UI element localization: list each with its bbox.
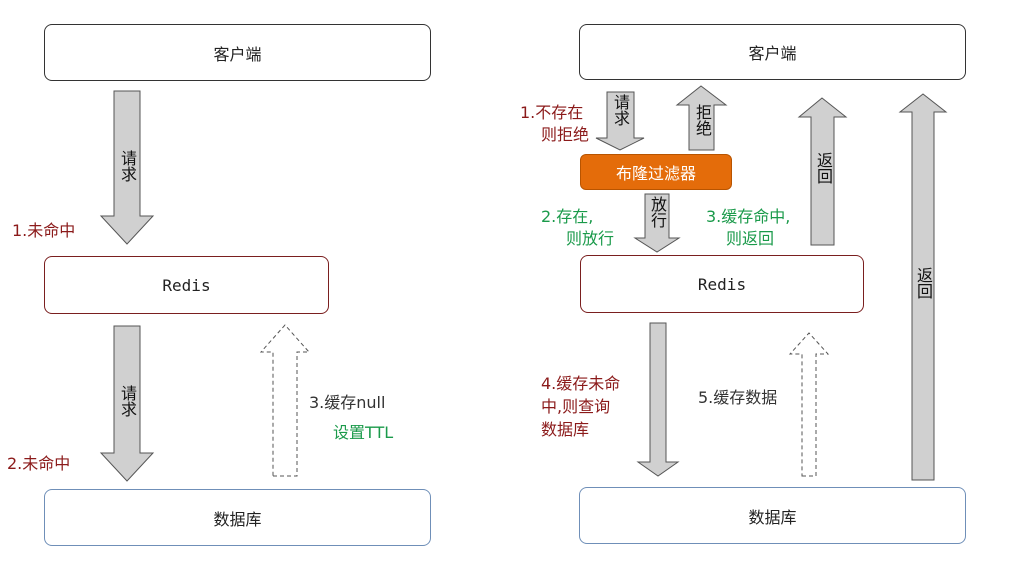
left-request-arrow-1 xyxy=(99,90,155,245)
left-client-label: 客户端 xyxy=(213,44,262,64)
right-miss-line3: 数据库 xyxy=(541,420,590,439)
right-miss-line1: 4.缓存未命 xyxy=(541,374,621,393)
right-db-label: 数据库 xyxy=(748,507,797,527)
right-request-arrow xyxy=(595,91,645,151)
left-request-arrow-2 xyxy=(99,325,155,482)
right-return-label-2: 返回 xyxy=(914,267,933,299)
left-miss-label-2: 2.未命中 xyxy=(7,454,71,473)
right-miss-line2: 中,则查询 xyxy=(541,397,611,416)
right-query-arrow xyxy=(636,322,680,477)
right-return-label-1: 返回 xyxy=(814,152,833,184)
right-client-label: 客户端 xyxy=(748,44,797,63)
right-request-label: 请求 xyxy=(611,94,630,126)
left-request-label-2: 请求 xyxy=(118,385,137,417)
right-cache-data-arrow xyxy=(788,332,830,477)
left-client-box: 客户端 xyxy=(44,24,431,81)
right-cache-data-label: 5.缓存数据 xyxy=(698,388,778,407)
right-redis-box: Redis xyxy=(580,255,864,313)
right-return-text-2: 返回 xyxy=(913,267,933,299)
bloom-filter-label: 布隆过滤器 xyxy=(615,164,696,183)
right-request-text: 请求 xyxy=(610,94,630,126)
right-client-box: 客户端 xyxy=(579,24,966,80)
right-exist-line1: 2.存在, xyxy=(541,207,594,226)
right-hit-line2: 则返回 xyxy=(726,229,775,248)
left-cache-null-label: 3.缓存null xyxy=(309,393,386,412)
bloom-filter-box: 布隆过滤器 xyxy=(580,154,732,190)
right-release-text: 放行 xyxy=(647,196,667,228)
right-release-label: 放行 xyxy=(648,196,667,228)
left-cache-null-arrow xyxy=(259,324,311,477)
left-ttl-label: 设置TTL xyxy=(333,423,394,442)
right-return-arrow-2 xyxy=(898,93,948,481)
left-request-text-1: 请求 xyxy=(117,150,137,182)
right-return-arrow-1 xyxy=(797,97,848,246)
right-not-exist-line1: 1.不存在 xyxy=(520,103,584,122)
right-not-exist-line2: 则拒绝 xyxy=(541,125,590,144)
right-db-box: 数据库 xyxy=(579,487,966,544)
right-exist-line2: 则放行 xyxy=(566,229,615,248)
right-redis-label: Redis xyxy=(697,274,747,294)
left-miss-label-1: 1.未命中 xyxy=(12,221,76,240)
right-hit-line1: 3.缓存命中, xyxy=(706,207,791,226)
left-redis-label: Redis xyxy=(162,275,211,295)
right-reject-text: 拒绝 xyxy=(692,104,712,136)
left-db-label: 数据库 xyxy=(213,509,262,529)
right-release-arrow xyxy=(633,193,681,253)
left-request-text-2: 请求 xyxy=(117,385,137,417)
left-redis-box: Redis xyxy=(44,256,329,314)
left-db-box: 数据库 xyxy=(44,489,431,546)
left-request-label-1: 请求 xyxy=(118,150,137,182)
right-return-text-1: 返回 xyxy=(813,152,833,184)
right-reject-arrow xyxy=(675,85,728,151)
right-reject-label: 拒绝 xyxy=(693,104,712,136)
